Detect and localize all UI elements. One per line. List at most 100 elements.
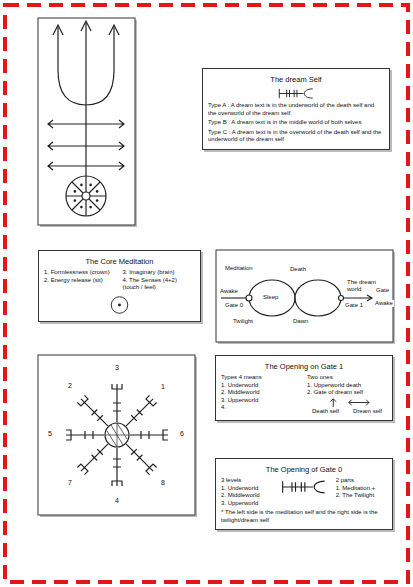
note-card: The dream SelfType A : A dream text is i… bbox=[202, 68, 390, 150]
cycle-label: The dream world bbox=[346, 279, 378, 293]
gate-symbol bbox=[279, 89, 312, 98]
trident-card bbox=[38, 18, 137, 227]
card-column: 2 parts1. Meditation +2. The Twilight bbox=[336, 477, 387, 507]
cycle-label: Death bbox=[289, 266, 307, 273]
cycle-loop bbox=[249, 280, 295, 316]
card-row: The Core Meditation bbox=[44, 257, 195, 267]
card-frame bbox=[216, 250, 393, 342]
symbol-holder bbox=[307, 397, 387, 408]
card-text: 3 levels bbox=[221, 477, 272, 485]
card-column bbox=[208, 87, 384, 100]
card-column: The Opening on Gate 1 bbox=[221, 362, 387, 372]
card-column bbox=[278, 477, 329, 507]
text-pair: Death selfDream self bbox=[307, 408, 387, 416]
compass-arm bbox=[123, 441, 157, 475]
double-arrow bbox=[48, 142, 124, 150]
arrowheads bbox=[53, 21, 119, 35]
card-text: Type C : A dream text is in the overworl… bbox=[208, 129, 384, 144]
card-text: 2. The Twilight bbox=[336, 492, 387, 500]
compass-arm bbox=[77, 441, 111, 475]
symbol bbox=[307, 397, 387, 408]
card-text: 1. Underworld bbox=[221, 382, 301, 390]
card-text: 3. Upperworld bbox=[221, 397, 301, 405]
symbol bbox=[44, 294, 195, 316]
card-text: 4. The Senses (4+2) (touch / feel) bbox=[123, 277, 196, 292]
symbol-holder bbox=[44, 294, 195, 316]
card-text: 4. bbox=[221, 404, 301, 412]
card-row: 1. Formlessness (crown)2. Energy release… bbox=[44, 269, 195, 292]
gate-circle bbox=[246, 295, 252, 301]
callout-number: 4 bbox=[114, 497, 120, 505]
card-column: Two ones1. Upperworld death2. Gate of dr… bbox=[307, 374, 387, 415]
cycle-card bbox=[216, 250, 395, 344]
card-title: The dream Self bbox=[208, 75, 384, 84]
wheel-dots bbox=[89, 184, 92, 187]
gate-symbol bbox=[283, 482, 325, 494]
double-arrow bbox=[48, 162, 124, 170]
cycle-label: Gate 1 bbox=[344, 302, 364, 309]
wheel-dots bbox=[96, 199, 99, 202]
card-column: 3 levels1. Underworld2. Middleworld3. Up… bbox=[221, 477, 272, 507]
cycle-label: Sleep bbox=[262, 294, 279, 301]
cycle-label: Awake bbox=[219, 288, 239, 295]
callout-number: 6 bbox=[179, 430, 185, 438]
card-text: Two ones bbox=[307, 374, 387, 382]
direction-arrows bbox=[331, 399, 370, 407]
symbol-holder bbox=[278, 477, 329, 497]
card-text: 1. Upperworld death bbox=[307, 382, 387, 390]
card-title: The Opening on Gate 1 bbox=[221, 362, 387, 371]
card-column: 1. Formlessness (crown)2. Energy release… bbox=[44, 269, 117, 292]
card-title: The Opening of Gate 0 bbox=[221, 465, 387, 474]
compass-arm bbox=[66, 430, 104, 440]
wheel-dots bbox=[96, 190, 99, 193]
cycle-label: Twilight bbox=[232, 318, 254, 325]
card-text: 3. Upperworld bbox=[221, 500, 272, 508]
card-row bbox=[44, 294, 195, 316]
card-text: 2. Middleworld bbox=[221, 389, 301, 397]
card-column: 3. Imaginary (brain)4. The Senses (4+2) … bbox=[123, 269, 196, 292]
card-text: 3. Imaginary (brain) bbox=[123, 269, 196, 277]
card-title: The Core Meditation bbox=[44, 257, 195, 266]
card-text: 2. Middleworld bbox=[221, 492, 272, 500]
note-card: The Opening of Gate 0 3 levels1. Underwor… bbox=[215, 458, 393, 530]
card-text: Dream self bbox=[353, 408, 382, 416]
symbol bbox=[278, 477, 329, 497]
card-column: Type C : A dream text is in the overworl… bbox=[208, 129, 384, 144]
compass-arm bbox=[112, 384, 122, 422]
wheel-dots bbox=[74, 199, 77, 202]
cycle-line bbox=[221, 297, 246, 298]
wheel-dots bbox=[80, 206, 83, 209]
cycle-label: Dawn bbox=[292, 318, 309, 325]
card-column: * The left side is the meditation self a… bbox=[221, 509, 387, 524]
card-text: 2 parts bbox=[336, 477, 387, 485]
note-card: The Opening on Gate 1 Types 4 means1. Und… bbox=[215, 355, 393, 421]
card-row: The Opening on Gate 1 bbox=[221, 362, 387, 372]
cycle-arrow bbox=[344, 295, 373, 301]
card-column: Type B : A dream text is in the middle w… bbox=[208, 119, 384, 127]
wheel-dots bbox=[74, 190, 77, 193]
card-column: Type A : A dream text is in the underwor… bbox=[208, 102, 384, 117]
card-column bbox=[44, 294, 195, 316]
compass-arm bbox=[123, 395, 157, 429]
card-text: 2. Gate of dream self bbox=[307, 389, 387, 397]
meditation-dot bbox=[118, 303, 121, 306]
card-row: * The left side is the meditation self a… bbox=[221, 509, 387, 524]
wheel-dots bbox=[89, 206, 92, 209]
wheel-spokes bbox=[66, 176, 106, 216]
card-frame bbox=[38, 18, 135, 225]
card-row: Type A : A dream text is in the underwor… bbox=[208, 102, 384, 117]
card-row: The Opening of Gate 0 bbox=[221, 465, 387, 475]
wheel bbox=[66, 176, 106, 216]
card-row: Type B : A dream text is in the middle w… bbox=[208, 119, 384, 127]
card-row: Types 4 means1. Underworld2. Middleworld… bbox=[221, 374, 387, 415]
cycle-label: Gate 0 bbox=[224, 302, 244, 309]
card-text: 1. Underworld bbox=[221, 485, 272, 493]
wheel-dots bbox=[80, 184, 83, 187]
meditation-circle bbox=[111, 297, 128, 314]
card-column: The dream Self bbox=[208, 75, 384, 85]
compass-arm bbox=[130, 430, 168, 440]
dashed-border bbox=[5, 5, 408, 582]
card-text: 1. Formlessness (crown) bbox=[44, 269, 117, 277]
card-column: The Core Meditation bbox=[44, 257, 195, 267]
